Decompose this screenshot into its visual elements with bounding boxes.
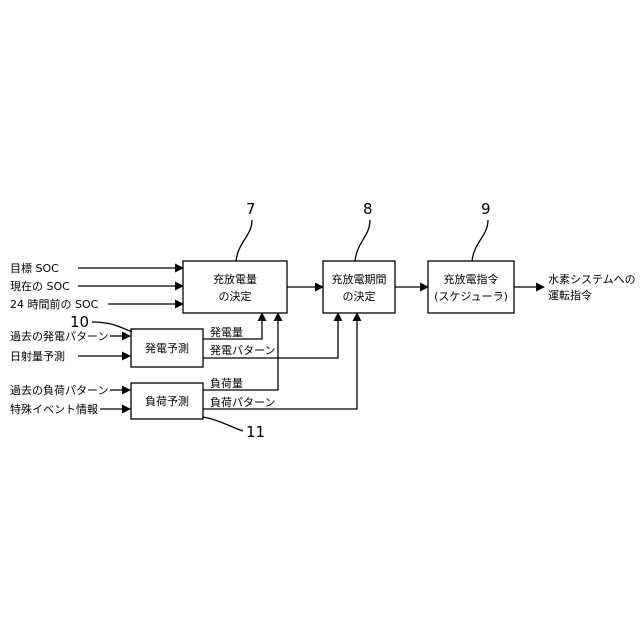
- ref-number-7: 7: [246, 200, 256, 218]
- leader-9: [472, 220, 488, 261]
- ref-number-9: 9: [481, 200, 491, 218]
- block-load-forecast-label: 負荷予測: [145, 394, 189, 408]
- block-charge-period: [323, 261, 395, 313]
- leader-7: [236, 220, 252, 261]
- block-charge-period-line1: 充放電期間: [332, 272, 387, 286]
- ref-number-11: 11: [246, 423, 265, 441]
- block-charge-command: [428, 261, 514, 313]
- input-past-load-pattern: 過去の負荷パターン: [10, 384, 108, 397]
- block-charge-amount: [183, 261, 287, 313]
- input-current-soc: 現在の SOC: [10, 280, 70, 293]
- leader-11: [203, 417, 243, 431]
- signal-gen-amount: 発電量: [210, 325, 243, 339]
- signal-gen-pattern: 発電パターン: [210, 343, 275, 357]
- block-charge-amount-line1: 充放電量: [213, 272, 257, 286]
- signal-load-amount: 負荷量: [210, 377, 243, 390]
- ref-number-8: 8: [363, 200, 373, 218]
- block-charge-amount-line2: の決定: [219, 289, 252, 303]
- input-target-soc: 目標 SOC: [10, 261, 59, 275]
- block-gen-forecast-label: 発電予測: [145, 341, 189, 355]
- output-line1: 水素システムへの: [548, 273, 636, 286]
- input-24h-soc: 24 時間前の SOC: [10, 297, 99, 311]
- input-special-event: 特殊イベント情報: [10, 402, 98, 416]
- ref-number-10: 10: [70, 313, 89, 331]
- block-charge-command-line1: 充放電指令: [444, 272, 499, 286]
- input-solar-forecast: 日射量予測: [10, 349, 65, 363]
- leader-8: [355, 220, 370, 261]
- signal-load-pattern: 負荷パターン: [210, 396, 275, 409]
- block-charge-period-line2: の決定: [343, 289, 376, 303]
- output-line2: 運転指令: [548, 288, 592, 302]
- input-past-gen-pattern: 過去の発電パターン: [10, 329, 108, 343]
- block-charge-command-line2: (スケジューラ): [434, 290, 508, 303]
